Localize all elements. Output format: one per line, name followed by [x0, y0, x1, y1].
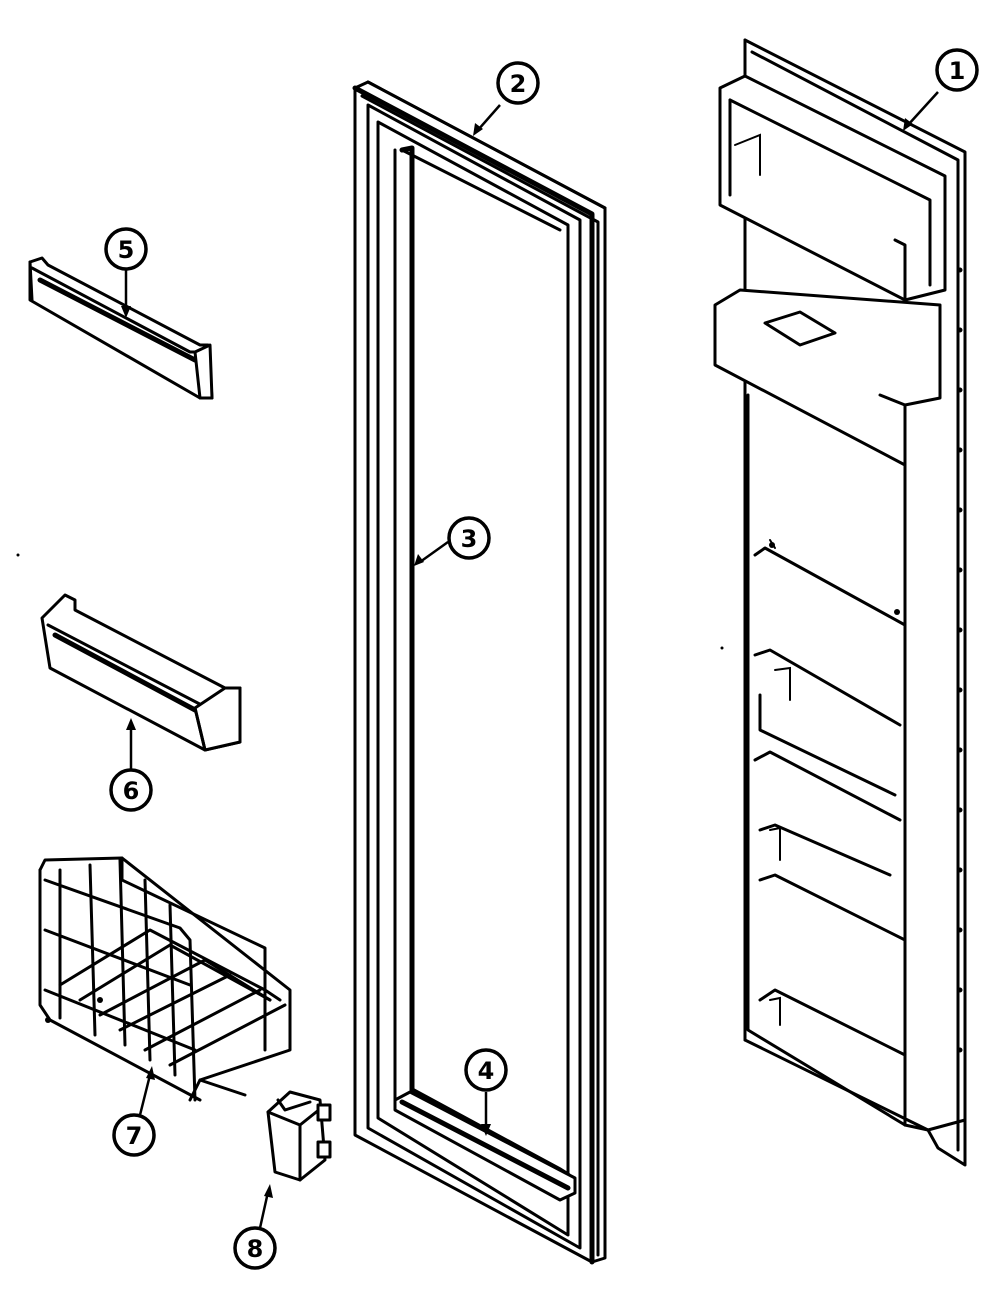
callout-1: 1 [903, 48, 979, 131]
callout-2: 2 [473, 61, 540, 136]
part-wire-basket [38, 856, 292, 1102]
part-cover-bracket [266, 1090, 332, 1182]
liner-screw-holes [769, 267, 963, 1053]
callout-label-6: 6 [123, 777, 140, 805]
callout-label-1: 1 [949, 57, 966, 85]
scan-speck [16, 553, 20, 557]
callout-3: 3 [414, 516, 491, 566]
callout-label-8: 8 [247, 1235, 264, 1263]
part-shelf-bin [40, 593, 242, 752]
part-bottom-trim [393, 1090, 577, 1202]
callout-label-4: 4 [478, 1057, 495, 1085]
part-door-liner [713, 38, 967, 1167]
callout-6: 6 [109, 718, 153, 812]
callout-7: 7 [112, 1066, 156, 1157]
callout-label-5: 5 [118, 236, 135, 264]
callout-label-3: 3 [461, 525, 478, 553]
callout-5: 5 [104, 227, 148, 318]
scan-speck [720, 646, 724, 650]
part-shelf-bin-small [28, 256, 214, 400]
callout-label-2: 2 [510, 70, 527, 98]
callout-label-7: 7 [126, 1122, 143, 1150]
part-door-frame [352, 80, 607, 1265]
callout-4: 4 [464, 1048, 508, 1136]
callout-8: 8 [233, 1184, 277, 1270]
